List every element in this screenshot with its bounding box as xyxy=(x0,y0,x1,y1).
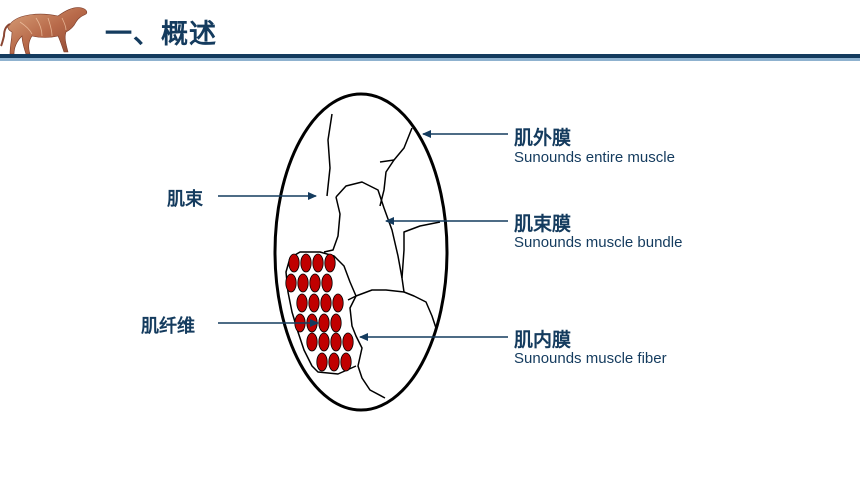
muscle-fiber xyxy=(330,313,342,333)
endomysium-description: Sunounds muscle fiber xyxy=(514,350,667,367)
epimysium-description: Sunounds entire muscle xyxy=(514,149,675,166)
perimysium-septa xyxy=(285,113,441,399)
epimysium-outline xyxy=(273,92,449,412)
muscle-fiber-cluster xyxy=(285,253,354,372)
title-divider-dark xyxy=(0,54,860,58)
endomysium-label: 肌内膜 xyxy=(514,330,572,351)
muscle-fiber xyxy=(306,332,318,352)
muscle-fiber xyxy=(332,293,344,313)
muscle-fiber xyxy=(328,352,340,372)
muscle-fiber xyxy=(342,332,354,352)
muscle-fiber xyxy=(324,253,336,273)
muscle-fiber xyxy=(296,293,308,313)
page-title: 一、概述 xyxy=(105,19,217,49)
muscle-fiber xyxy=(288,253,300,273)
perimysium-label: 肌束膜 xyxy=(514,214,572,235)
label-arrows xyxy=(218,130,508,341)
muscle-fiber xyxy=(300,253,312,273)
muscle-fiber xyxy=(340,352,352,372)
muscle-fiber-label: 肌纤维 xyxy=(141,316,195,336)
muscle-fiber xyxy=(308,293,320,313)
title-divider-light xyxy=(0,58,860,61)
muscle-fiber xyxy=(330,332,342,352)
muscle-fiber xyxy=(316,352,328,372)
muscle-fiber xyxy=(318,313,330,333)
fascicle-label: 肌束 xyxy=(167,189,203,209)
muscle-fiber xyxy=(320,293,332,313)
muscle-fiber xyxy=(285,273,297,293)
muscle-fiber xyxy=(321,273,333,293)
muscle-fiber xyxy=(297,273,309,293)
muscle-fiber xyxy=(309,273,321,293)
epimysium-label: 肌外膜 xyxy=(514,128,572,149)
muscle-fiber xyxy=(312,253,324,273)
muscle-fiber xyxy=(318,332,330,352)
horse-anatomy-icon xyxy=(0,7,88,55)
perimysium-description: Sunounds muscle bundle xyxy=(514,234,683,251)
